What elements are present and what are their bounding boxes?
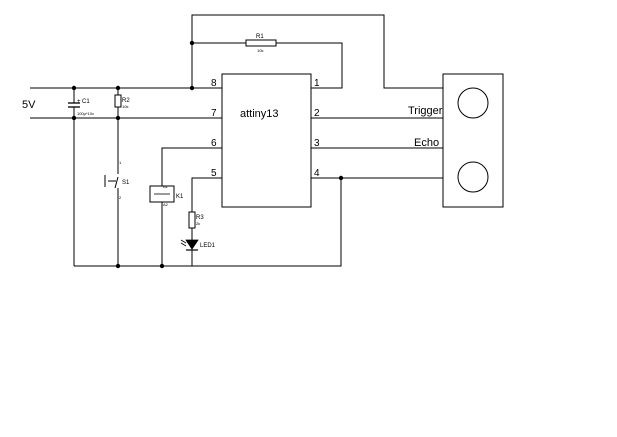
ultrasonic-sensor: Trigger Echo [408,73,504,208]
resistor-r1: R1 10k [245,34,277,53]
mcu-pin-2: 2 [314,108,320,119]
mcu-pin-6: 6 [211,138,217,149]
junction-dot [71,115,77,121]
mcu-pin-1: 1 [314,78,320,89]
r1-value: 10k [257,48,263,53]
junction-dot [115,263,121,269]
echo-label: Echo [414,137,439,149]
k1-pin2: A2 [163,202,169,207]
sensor-transducer-top [457,87,489,119]
r2-body [114,94,122,108]
k1-ref: K1 [176,194,184,200]
mcu-body [221,73,312,208]
r3-ref: R3 [196,215,204,221]
sensor-transducer-bottom [457,161,489,193]
wires [30,14,443,267]
r3-value: 2k [196,221,200,226]
switch-s1: S1 1 2 [104,160,130,200]
wire-pin6-to-k1 [161,147,222,186]
led-ray [180,239,187,244]
r1-ref: R1 [256,34,264,40]
mcu-label: attiny13 [240,108,279,120]
led-ray [180,242,187,247]
r3-body [188,211,196,229]
wire-vcc-to-sensor [191,14,443,89]
junction-dot [115,85,121,91]
s1-pin1: 1 [119,160,122,165]
k1-pin1: A1 [163,184,169,189]
c1-ref: C1 [82,99,90,105]
trigger-label: Trigger [408,105,443,117]
s1-lever [114,176,119,189]
junctions [71,40,344,269]
relay-k1: K1 A1 A2 [149,184,184,207]
wire-r1-right [276,42,343,89]
sensor-body [442,73,504,208]
r2-ref: R2 [122,98,130,104]
led-led1: LED1 [180,239,216,251]
mcu-pin-7: 7 [211,108,217,119]
junction-dot [189,40,195,46]
mcu-attiny13: attiny13 8 7 6 5 1 2 3 4 [211,73,320,208]
r2-value: 10k [122,104,128,109]
supply-label: 5V [22,99,36,111]
junction-dot [189,85,195,91]
c1-polarity: + [77,99,81,105]
s1-pin2: 2 [119,195,122,200]
mcu-pin-4: 4 [314,168,320,179]
mcu-pin-8: 8 [211,78,217,89]
mcu-pin-3: 3 [314,138,320,149]
mcu-pin-5: 5 [211,168,217,179]
junction-dot [71,85,77,91]
wire-pin5-to-r3 [191,177,222,212]
capacitor-c1: + C1 100µ*10v [68,99,94,116]
junction-dot [159,263,165,269]
s1-ref: S1 [122,180,130,186]
led-ref: LED1 [200,243,216,249]
junction-dot [115,115,121,121]
c1-value: 100µ*10v [77,111,94,116]
led-triangle [185,239,199,250]
resistor-r2: R2 10k [114,94,130,109]
r1-body [245,39,277,47]
resistor-r3: R3 2k [188,211,204,229]
junction-dot [338,175,344,181]
